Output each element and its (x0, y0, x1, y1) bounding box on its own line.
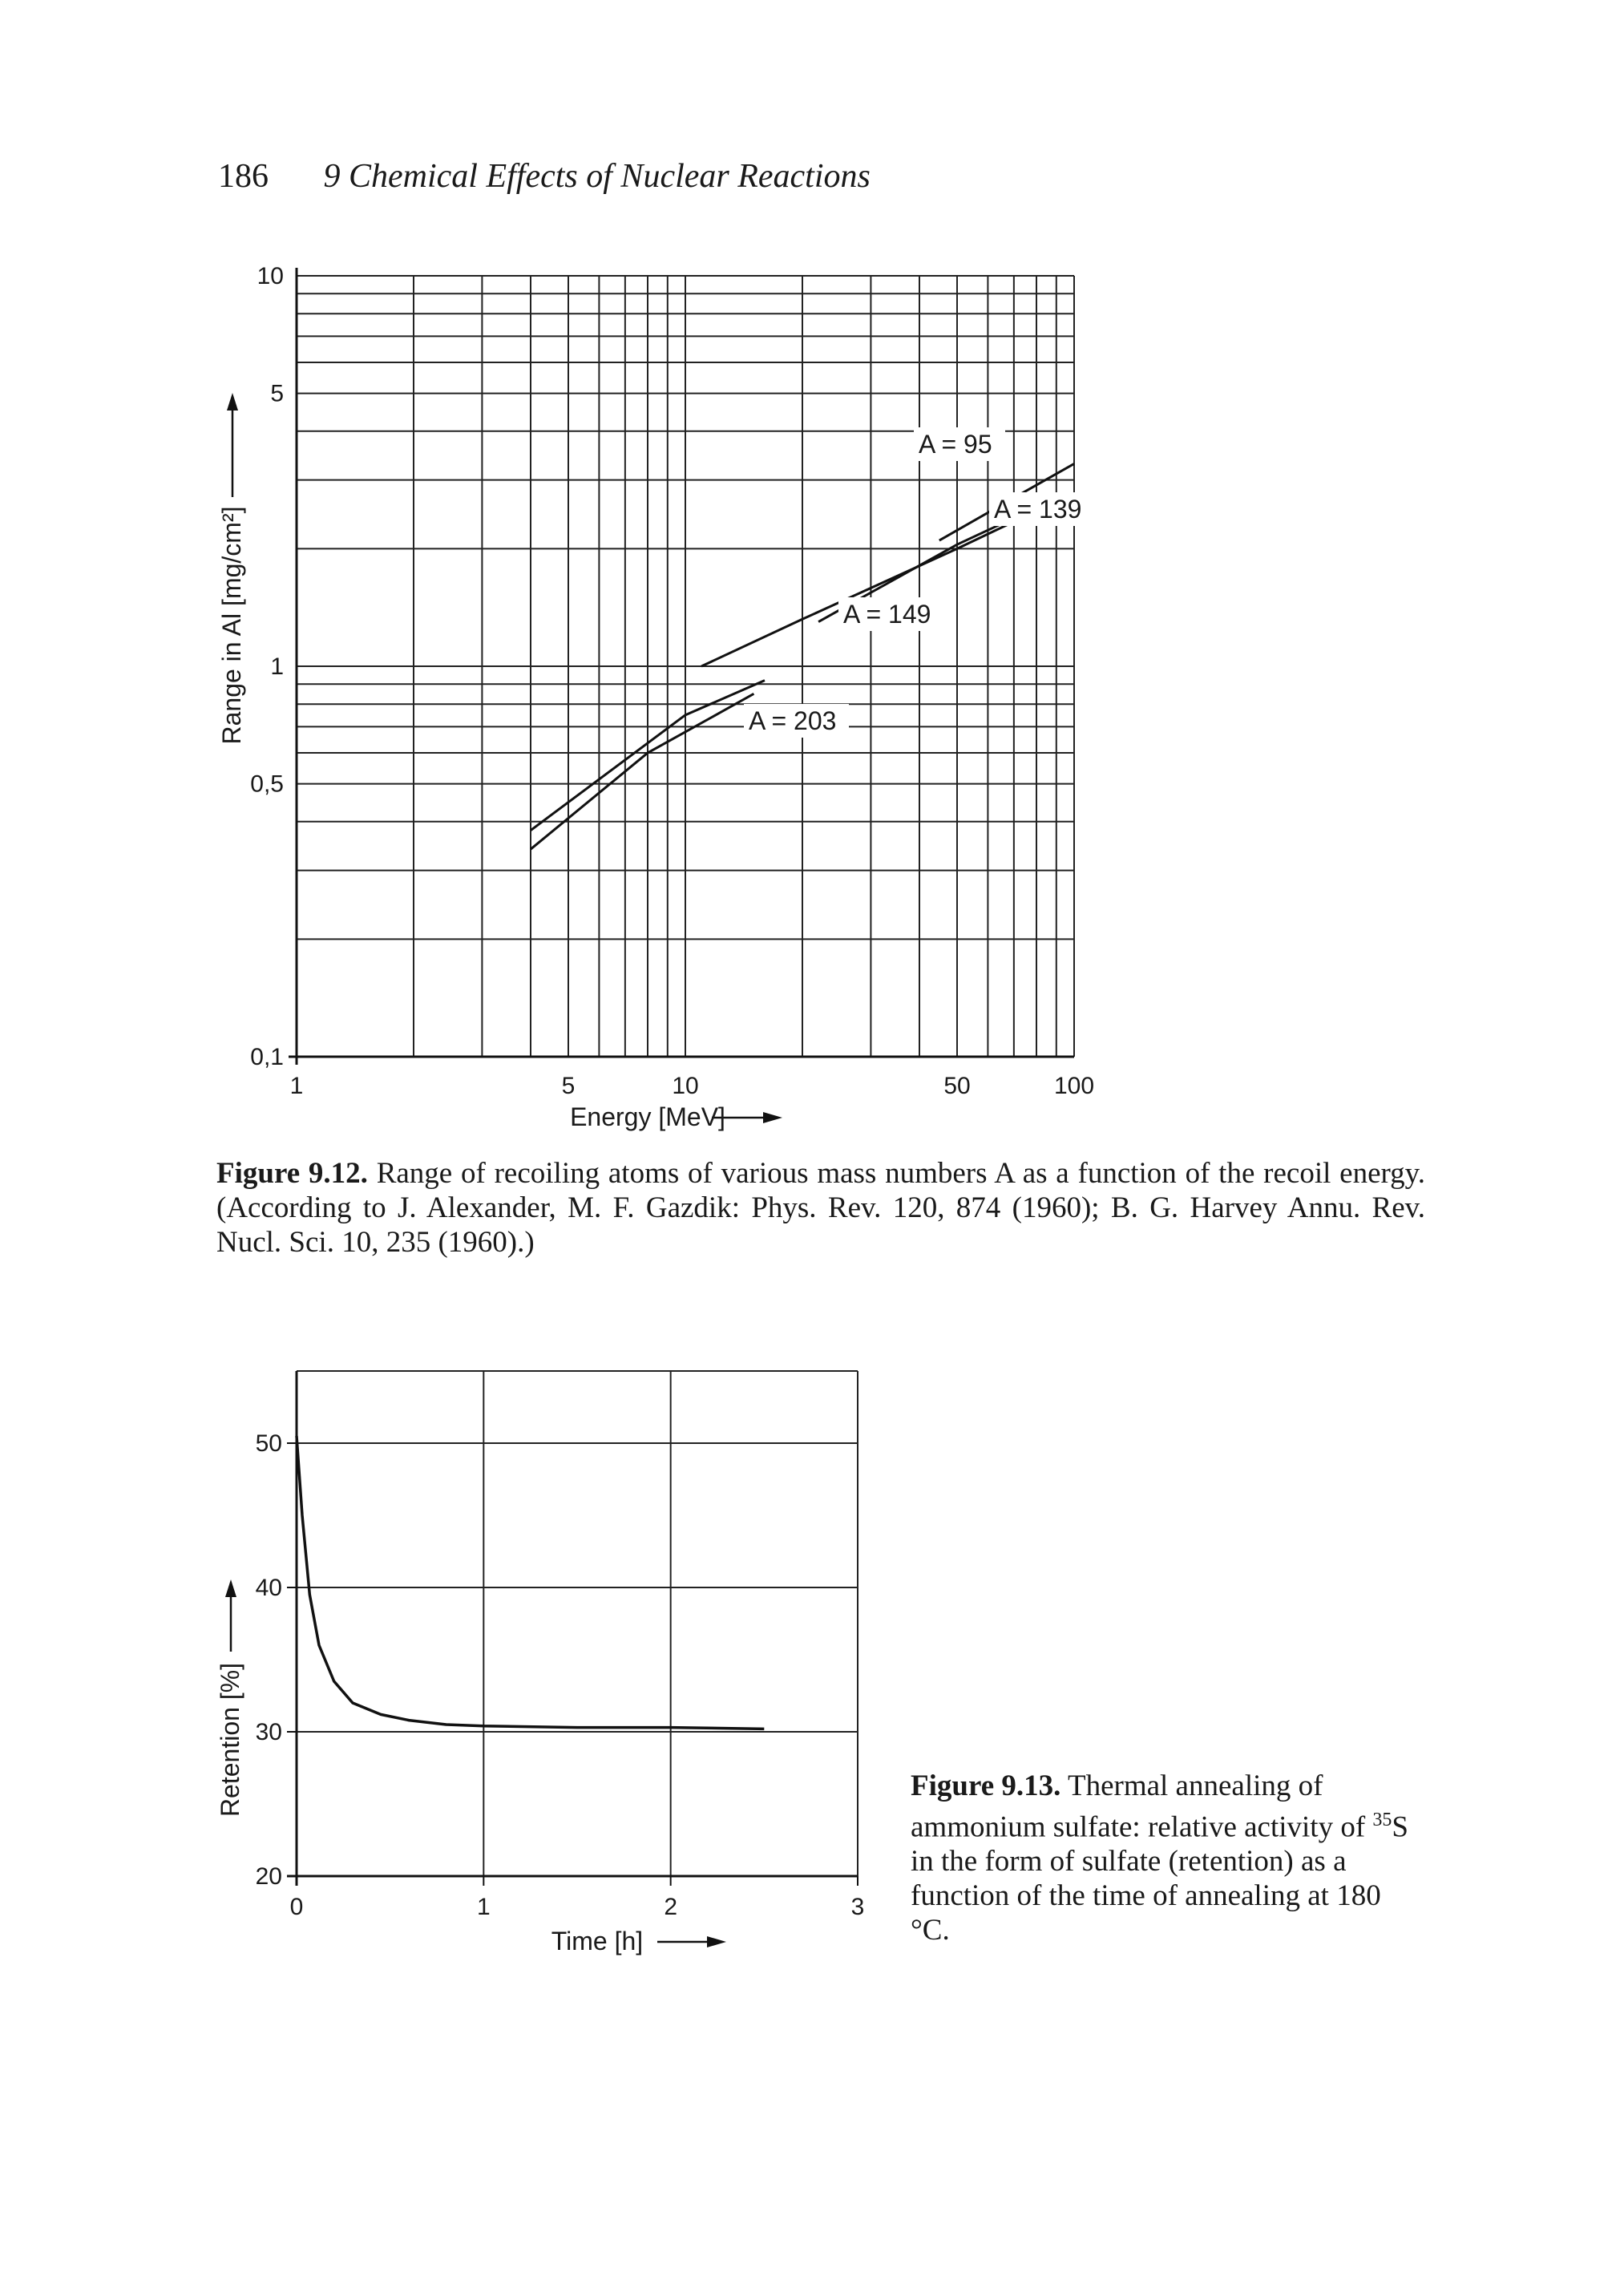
y-tick-label: 10 (257, 263, 284, 289)
y-tick-label: 1 (270, 653, 284, 680)
x-tick-label: 50 (943, 1073, 970, 1099)
page-number: 186 (218, 158, 269, 195)
grid (289, 268, 1075, 1065)
caption-text: Thermal annealing of ammonium sulfate: r… (911, 1769, 1373, 1844)
y-tick-label: 0,5 (250, 771, 284, 798)
caption-label: Figure 9.12. (216, 1157, 368, 1190)
caption-text: Range of recoiling atoms of various mass… (216, 1157, 1426, 1259)
caption-label: Figure 9.13. (911, 1769, 1061, 1802)
curve-annotation: A = 139 (994, 495, 1081, 524)
running-header: 186 9 Chemical Effects of Nuclear Reacti… (218, 157, 871, 196)
annotation-background (989, 492, 1094, 526)
curve-annotation: A = 149 (843, 600, 931, 629)
curve-annotations: A = 95 A = 139 A = 149 A = 203 (744, 427, 1094, 738)
x-axis-label: Energy [MeV] (570, 1102, 725, 1131)
x-tick-label: 5 (562, 1073, 576, 1099)
curve-annotation: A = 203 (749, 706, 836, 735)
caption-text-continued: S in the form of sulfate (retention) as … (911, 1810, 1408, 1947)
annotation-background (838, 597, 943, 631)
figure-9-12-caption: Figure 9.12. Range of recoiling atoms of… (216, 1156, 1425, 1260)
x-tick-label: 100 (1054, 1073, 1094, 1099)
x-axis-arrowhead (763, 1112, 782, 1123)
figure-9-13-caption: Figure 9.13. Thermal annealing of ammoni… (911, 1769, 1424, 1947)
y-axis-arrowhead (227, 393, 238, 410)
x-tick-label: 1 (290, 1073, 304, 1099)
y-tick-label: 0,1 (250, 1044, 284, 1070)
series-line-3 (530, 679, 766, 831)
y-axis-label: Range in Al [mg/cm²] (217, 507, 246, 745)
caption-superscript: 35 (1372, 1810, 1392, 1830)
curve-annotation: A = 95 (919, 430, 992, 459)
annotation-background (744, 704, 849, 738)
running-title: 9 Chemical Effects of Nuclear Reactions (323, 158, 871, 195)
axis-labels: Energy [MeV] Range in Al [mg/cm²] (217, 507, 725, 1132)
x-tick-label: 10 (672, 1073, 698, 1099)
annotation-background (914, 427, 1005, 461)
y-tick-label: 5 (270, 381, 284, 407)
series-line-2 (701, 509, 1037, 668)
tick-labels: 1 5 10 50 100 0,1 0,5 1 5 10 (227, 263, 1094, 1123)
series-line-4 (530, 693, 755, 851)
